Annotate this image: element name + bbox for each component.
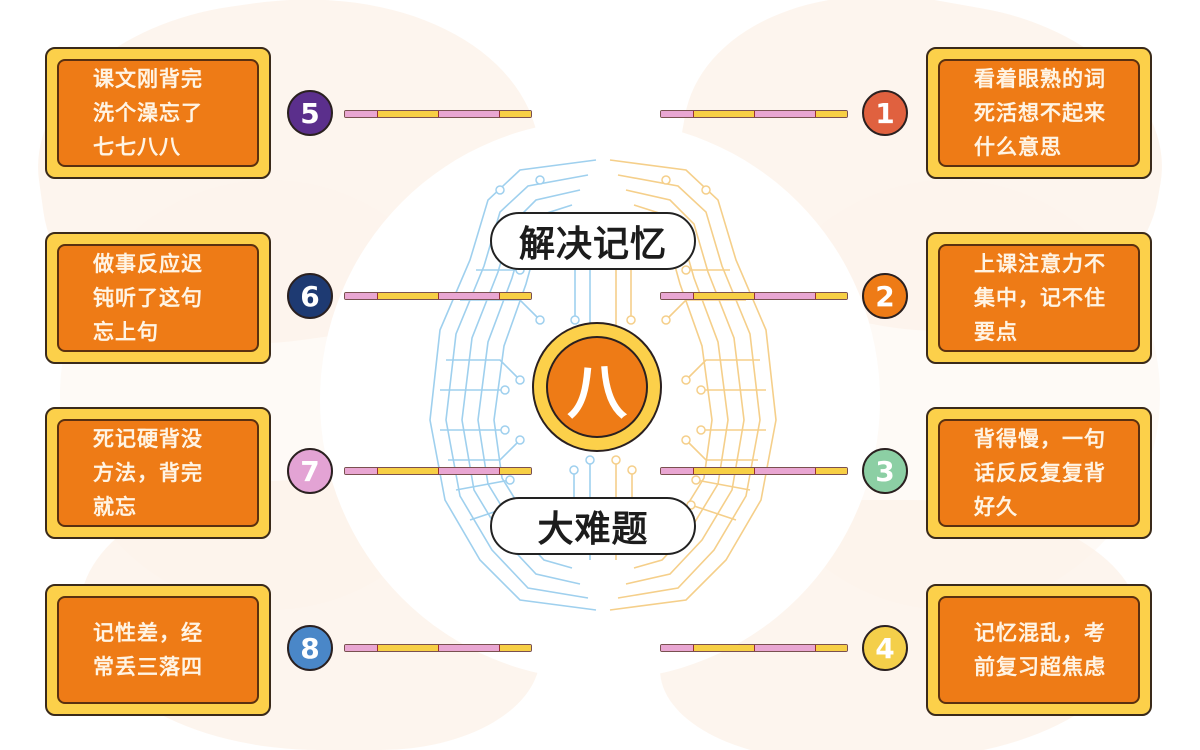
- number-badge-7: 7: [287, 448, 333, 494]
- connector-bar: [344, 467, 532, 475]
- number-badge-1: 1: [862, 90, 908, 136]
- number-badge-4: 4: [862, 625, 908, 671]
- title-top-text: 解决记忆: [518, 224, 667, 265]
- problem-card-3: 背得慢，一句 话反反复复背 好久: [926, 407, 1152, 539]
- problem-card-text: 上课注意力不 集中，记不住 要点: [938, 244, 1140, 352]
- number-badge-2: 2: [862, 273, 908, 319]
- number-badge-3: 3: [862, 448, 908, 494]
- connector-bar: [344, 292, 532, 300]
- title-bottom-pill: 大难题: [490, 497, 696, 555]
- problem-card-text: 课文刚背完 洗个澡忘了 七七八八: [57, 59, 259, 167]
- problem-card-text: 死记硬背没 方法，背完 就忘: [57, 419, 259, 527]
- problem-card-text: 记性差，经 常丢三落四: [57, 596, 259, 704]
- problem-card-2: 上课注意力不 集中，记不住 要点: [926, 232, 1152, 364]
- title-top-pill: 解决记忆: [490, 212, 696, 270]
- connector-bar: [660, 467, 848, 475]
- connector-bar: [660, 644, 848, 652]
- connector-bar: [344, 110, 532, 118]
- number-badge-6: 6: [287, 273, 333, 319]
- number-badge-5: 5: [287, 90, 333, 136]
- problem-card-text: 记忆混乱，考 前复习超焦虑: [938, 596, 1140, 704]
- center-character: 八: [546, 336, 648, 438]
- connector-bar: [660, 292, 848, 300]
- problem-card-6: 做事反应迟 钝听了这句 忘上句: [45, 232, 271, 364]
- connector-bar: [344, 644, 532, 652]
- connector-bar: [660, 110, 848, 118]
- number-badge-8: 8: [287, 625, 333, 671]
- title-bottom-text: 大难题: [537, 509, 649, 550]
- problem-card-4: 记忆混乱，考 前复习超焦虑: [926, 584, 1152, 716]
- problem-card-7: 死记硬背没 方法，背完 就忘: [45, 407, 271, 539]
- center-coin: 八: [532, 322, 662, 452]
- problem-card-5: 课文刚背完 洗个澡忘了 七七八八: [45, 47, 271, 179]
- problem-card-8: 记性差，经 常丢三落四: [45, 584, 271, 716]
- problem-card-text: 看着眼熟的词 死活想不起来 什么意思: [938, 59, 1140, 167]
- problem-card-1: 看着眼熟的词 死活想不起来 什么意思: [926, 47, 1152, 179]
- problem-card-text: 背得慢，一句 话反反复复背 好久: [938, 419, 1140, 527]
- problem-card-text: 做事反应迟 钝听了这句 忘上句: [57, 244, 259, 352]
